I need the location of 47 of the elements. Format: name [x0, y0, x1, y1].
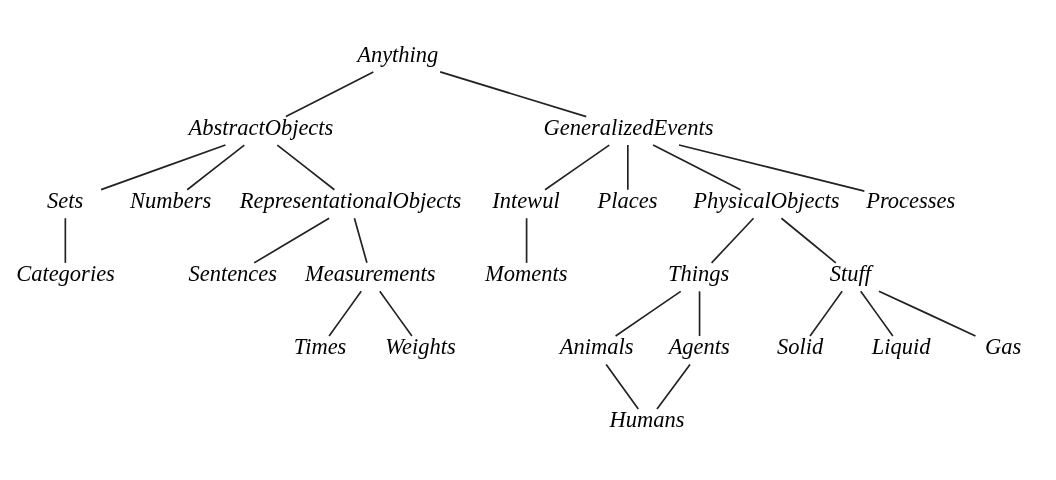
node-text: Intewul — [492, 187, 560, 213]
node-text: Sets — [47, 187, 84, 213]
connector — [780, 216, 837, 264]
connector — [525, 216, 528, 264]
connector — [276, 143, 336, 191]
connector — [698, 290, 701, 337]
connector — [328, 290, 363, 337]
node-text: Numbers — [130, 187, 212, 213]
connector — [678, 143, 866, 192]
connector — [627, 143, 629, 191]
connector — [186, 143, 246, 191]
node-text: Things — [667, 260, 730, 286]
node-text: PhysicalObjects — [693, 187, 840, 213]
connector — [439, 70, 588, 117]
node-text: AbstractObjects — [188, 114, 334, 140]
connector — [878, 289, 977, 337]
connector — [652, 143, 742, 191]
connector — [378, 290, 413, 337]
node-text: Moments — [485, 260, 568, 286]
node-text: Categories — [16, 260, 115, 286]
connector — [353, 216, 368, 264]
connector — [605, 363, 640, 410]
node-text: Solid — [776, 333, 824, 359]
node-text: Measurements — [305, 260, 436, 286]
node-text: Agents — [668, 333, 730, 359]
connector — [544, 143, 611, 191]
node-text: GeneralizedEvents — [543, 114, 714, 140]
node-text: Animals — [559, 333, 634, 359]
connector — [285, 70, 375, 117]
node-text: Liquid — [871, 333, 931, 359]
node-text: RepresentationalObjects — [239, 187, 462, 213]
node-text: Gas — [985, 333, 1022, 359]
node-text: Anything — [357, 41, 439, 67]
connector — [100, 143, 227, 190]
connector — [809, 290, 843, 337]
connector — [656, 363, 691, 410]
node-text: Weights — [385, 333, 456, 359]
node-text: Places — [597, 187, 658, 213]
connector — [614, 290, 682, 337]
node-text: Processes — [866, 187, 956, 213]
node-text: Times — [293, 333, 347, 359]
connector — [859, 290, 894, 337]
connector — [64, 216, 67, 264]
connector — [710, 216, 755, 264]
node-text: Humans — [609, 406, 685, 432]
node-text: Sentences — [188, 260, 278, 286]
connector — [253, 216, 330, 264]
